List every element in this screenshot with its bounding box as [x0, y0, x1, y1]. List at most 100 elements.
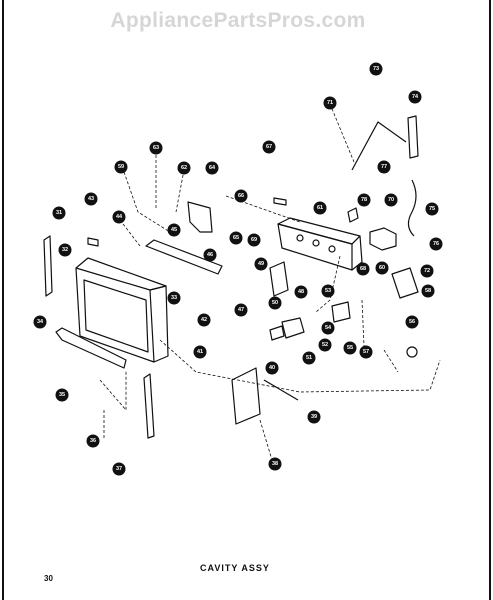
svg-text:54: 54	[325, 325, 332, 331]
leader-71	[329, 103, 355, 163]
callout-72: 72	[420, 264, 434, 278]
part-74-cap	[407, 115, 419, 159]
svg-text:76: 76	[433, 241, 439, 247]
part-33-frame-side	[149, 285, 169, 363]
callout-51: 51	[302, 351, 316, 365]
callout-34: 34	[33, 315, 47, 329]
callout-40: 40	[265, 361, 279, 375]
callout-33: 33	[167, 291, 181, 305]
leader-66	[225, 195, 301, 223]
part-70-box	[369, 227, 397, 251]
left-frame-edge	[2, 0, 4, 600]
svg-text:47: 47	[238, 307, 244, 313]
svg-text:66: 66	[238, 193, 244, 199]
callout-41: 41	[193, 345, 207, 359]
svg-text:35: 35	[59, 392, 65, 398]
svg-text:49: 49	[258, 261, 264, 267]
leader-38	[259, 419, 273, 461]
svg-text:33: 33	[171, 295, 177, 301]
callout-39: 39	[307, 410, 321, 424]
callout-48: 48	[294, 285, 308, 299]
callout-68: 68	[356, 262, 370, 276]
svg-text:52: 52	[322, 342, 328, 348]
callout-52: 52	[318, 338, 332, 352]
part-48-bracket	[269, 261, 289, 297]
callout-64: 64	[205, 161, 219, 175]
part-54-bracket	[331, 301, 351, 323]
svg-text:70: 70	[388, 197, 394, 203]
callout-62: 62	[177, 161, 191, 175]
part-73-rod	[351, 121, 407, 171]
callout-44: 44	[112, 210, 126, 224]
callout-47: 47	[234, 303, 248, 317]
part-64-bracket	[187, 201, 213, 233]
callout-60: 60	[375, 261, 389, 275]
callout-49: 49	[254, 257, 268, 271]
svg-text:51: 51	[306, 355, 312, 361]
part-75-spring	[407, 179, 417, 237]
part-51-frame	[269, 325, 285, 341]
callout-31: 31	[52, 206, 66, 220]
svg-text:39: 39	[311, 414, 317, 420]
part-56-knob	[406, 346, 418, 358]
part-81-panel-top	[277, 217, 361, 245]
callout-77: 77	[377, 160, 391, 174]
callout-66: 66	[234, 189, 248, 203]
callout-73: 73	[369, 62, 383, 76]
part-66-piece	[347, 207, 359, 223]
svg-text:64: 64	[209, 165, 216, 171]
callout-labels: 31 32 33 34 35 36 37 38 39 40 41 42 43 4…	[33, 62, 443, 476]
part-39-rod	[263, 379, 299, 401]
svg-text:43: 43	[88, 196, 94, 202]
leader-lines	[99, 103, 441, 461]
callout-54: 54	[321, 321, 335, 335]
watermark: AppliancePartsPros.com	[110, 9, 366, 32]
part-38-bracket	[231, 367, 261, 425]
callout-46: 46	[203, 248, 217, 262]
callout-61: 61	[313, 201, 327, 215]
callout-67: 67	[262, 140, 276, 154]
svg-text:45: 45	[171, 227, 177, 233]
callout-36: 36	[86, 434, 100, 448]
part-81-panel-side	[351, 235, 363, 271]
svg-text:58: 58	[425, 288, 431, 294]
part-45-bar	[145, 239, 223, 275]
callout-50: 50	[268, 296, 282, 310]
callout-56: 56	[405, 315, 419, 329]
part-52-frame	[281, 317, 305, 339]
callout-65: 65	[229, 231, 243, 245]
svg-text:53: 53	[325, 288, 331, 294]
callout-53: 53	[321, 284, 335, 298]
callout-74: 74	[408, 90, 422, 104]
leader-55	[361, 299, 365, 347]
callout-71: 71	[323, 96, 337, 110]
callout-43: 43	[84, 192, 98, 206]
part-drawings	[43, 115, 419, 439]
svg-text:71: 71	[327, 100, 333, 106]
part-33-frame-top	[75, 257, 167, 291]
svg-text:36: 36	[90, 438, 96, 444]
svg-text:32: 32	[62, 247, 68, 253]
leader-35	[99, 370, 127, 412]
callout-32: 32	[58, 243, 72, 257]
svg-text:77: 77	[381, 164, 387, 170]
svg-text:31: 31	[56, 210, 62, 216]
leader-44	[119, 219, 141, 247]
part-35-bottom-rail	[55, 327, 127, 369]
panel-knob-1	[296, 234, 304, 242]
callout-45: 45	[167, 223, 181, 237]
callout-37: 37	[112, 462, 126, 476]
callout-75: 75	[425, 202, 439, 216]
svg-text:72: 72	[424, 268, 430, 274]
svg-text:61: 61	[317, 205, 323, 211]
callout-59: 59	[114, 160, 128, 174]
part-67-block	[273, 197, 287, 206]
part-33-frame-opening	[83, 279, 149, 353]
svg-text:62: 62	[181, 165, 187, 171]
svg-text:37: 37	[116, 466, 122, 472]
callout-38: 38	[268, 457, 282, 471]
callout-55: 55	[343, 341, 357, 355]
leader-53	[315, 255, 341, 313]
